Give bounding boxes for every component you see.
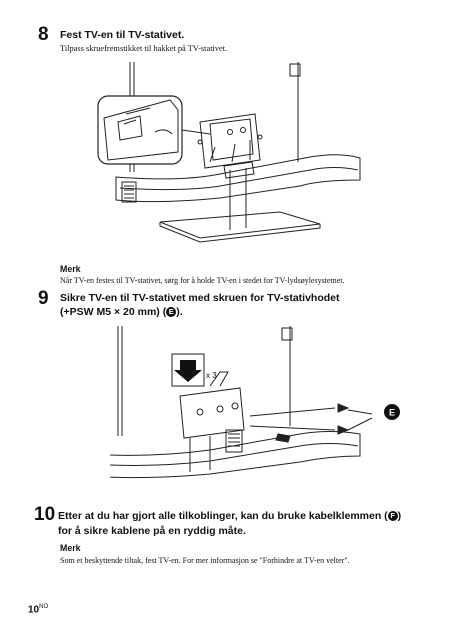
- step-9-title-line2-start: (+PSW M5 × 20 mm) (: [60, 306, 167, 318]
- note-1-heading: Merk: [60, 264, 81, 274]
- page-number: 10NO: [28, 604, 48, 615]
- stand-screw-illustration: x 3 E: [110, 326, 400, 479]
- note-2-text: Som et beskyttende tiltak, fest TV-en. F…: [60, 556, 350, 565]
- down-arrow-icon: [171, 353, 205, 387]
- step-8-number: 8: [38, 24, 49, 45]
- step-8-title: Fest TV-en til TV-stativet.: [60, 29, 185, 41]
- callout-e-marker-icon: E: [347, 404, 400, 431]
- step-10-number: 10: [34, 504, 56, 525]
- page-language-code: NO: [39, 604, 49, 610]
- callout-e-marker-letter: E: [389, 408, 395, 418]
- zoom-detail-callout: [97, 95, 211, 165]
- screw-count-label: x 3: [206, 371, 217, 380]
- step-9-number: 9: [38, 288, 49, 309]
- step-10-title-line2: for å sikre kablene på en ryddig måte.: [58, 525, 246, 537]
- step-9-title-line2-end: ).: [176, 306, 183, 318]
- note-1-text: Når TV-en festes til TV-stativet, sørg f…: [60, 276, 345, 285]
- step-9-title-line2: (+PSW M5 × 20 mm) (E).: [60, 306, 183, 319]
- page-number-value: 10: [28, 604, 40, 616]
- callout-e-icon: E: [166, 307, 177, 317]
- step-8-instruction: Tilpass skruefremstikket til hakket på T…: [60, 44, 228, 53]
- tv-stand-attach-illustration: [97, 62, 361, 243]
- callout-f-icon: F: [387, 511, 398, 521]
- step-10-title-line1-start: Etter at du har gjort alle tilkoblinger,…: [58, 510, 388, 522]
- note-2-heading: Merk: [60, 543, 81, 553]
- step-9-title-line1: Sikre TV-en til TV-stativet med skruen f…: [60, 292, 340, 304]
- step-10-title-line1-end: ): [397, 510, 402, 522]
- step-10-title-line1: Etter at du har gjort alle tilkoblinger,…: [58, 510, 401, 523]
